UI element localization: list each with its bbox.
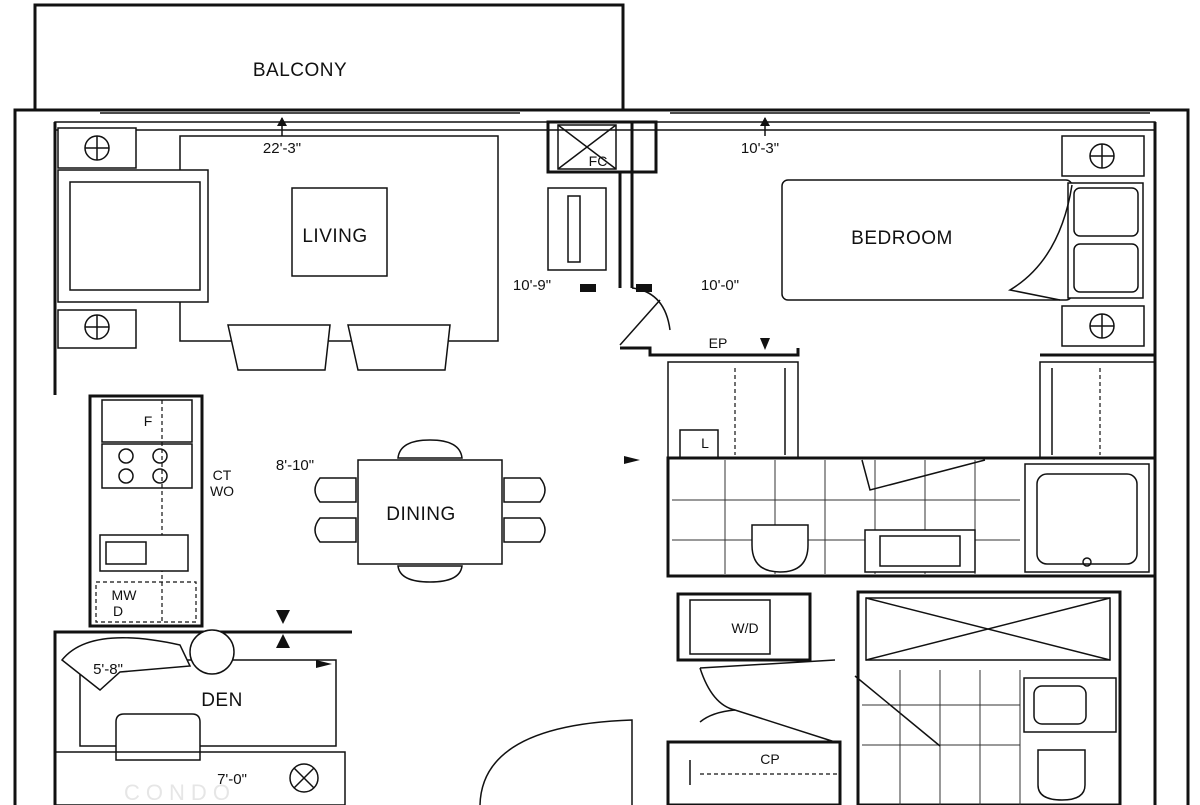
living-depth-dimension: 10'-9"	[513, 277, 551, 294]
dining-area: DINING	[314, 439, 640, 583]
dining-dimension: 8'-10"	[276, 457, 314, 474]
bedroom-label: BEDROOM	[851, 228, 953, 249]
kitchen: F CT WO MW D 8'-10"	[88, 394, 314, 628]
dining-chair	[397, 439, 463, 459]
dining-chair	[314, 477, 357, 503]
den-width-dimension: 5'-8"	[93, 661, 123, 678]
den-side-table	[189, 629, 235, 675]
sofa	[57, 169, 209, 303]
fc-label: FC	[589, 153, 608, 169]
living-width-dimension: 22'-3"	[263, 140, 301, 157]
laundry-and-closet: W/D CP	[479, 592, 842, 805]
living-room: LIVING 22'-3" 10'-9"	[57, 117, 607, 371]
wd-label: W/D	[731, 620, 758, 636]
entry-door	[479, 719, 633, 805]
coffee-table	[291, 187, 388, 277]
den: DEN 5'-8" 7'-0"	[53, 610, 352, 805]
fan-coil-closet: FC	[546, 120, 658, 174]
bathtub	[1024, 463, 1150, 573]
desk-chair	[115, 713, 201, 761]
ep-label: EP	[709, 335, 728, 351]
cp-label: CP	[760, 751, 779, 767]
mwd-cabinet	[95, 581, 197, 623]
dining-chair	[503, 517, 546, 543]
counter-label-ct: CT	[213, 467, 232, 483]
mwd-label-mw: MW	[112, 587, 138, 603]
toilet	[1037, 749, 1086, 801]
ensuite-bathroom	[666, 456, 1157, 578]
armchair	[227, 324, 331, 371]
bedroom-depth-dimension: 10'-0"	[701, 277, 739, 294]
balcony: BALCONY	[33, 3, 625, 112]
dining-table	[357, 459, 503, 565]
bedroom-width-dimension: 10'-3"	[741, 140, 779, 157]
dining-chair	[397, 565, 463, 583]
exterior-walls	[13, 108, 1190, 805]
washer-dryer	[689, 599, 771, 655]
counter-label-wo: WO	[210, 483, 234, 499]
toilet	[751, 524, 809, 573]
balcony-label: BALCONY	[253, 60, 347, 81]
pillow	[1073, 243, 1139, 293]
living-label: LIVING	[302, 226, 367, 247]
dining-chair	[314, 517, 357, 543]
den-label: DEN	[201, 690, 243, 711]
den-depth-dimension: 7'-0"	[217, 771, 247, 788]
bedroom: BEDROOM 10'-3" 10'-0"	[636, 117, 1145, 347]
bedroom-closets: EP L	[667, 335, 1156, 459]
pillow	[1073, 187, 1139, 237]
watermark: CONDO	[124, 780, 236, 805]
headboard	[1067, 182, 1144, 299]
vanity	[864, 529, 976, 573]
fridge	[101, 399, 193, 443]
mwd-label-d: D	[113, 603, 123, 619]
second-bathroom	[854, 590, 1122, 805]
dining-label: DINING	[386, 504, 456, 525]
den-chair	[60, 637, 192, 691]
cooktop	[101, 443, 193, 489]
tv-unit	[547, 187, 607, 271]
fridge-label: F	[144, 413, 153, 429]
kitchen-sink	[99, 534, 189, 572]
armchair	[347, 324, 451, 371]
linen-label: L	[701, 435, 709, 451]
dining-chair	[503, 477, 546, 503]
bedroom-walls	[618, 122, 1155, 357]
